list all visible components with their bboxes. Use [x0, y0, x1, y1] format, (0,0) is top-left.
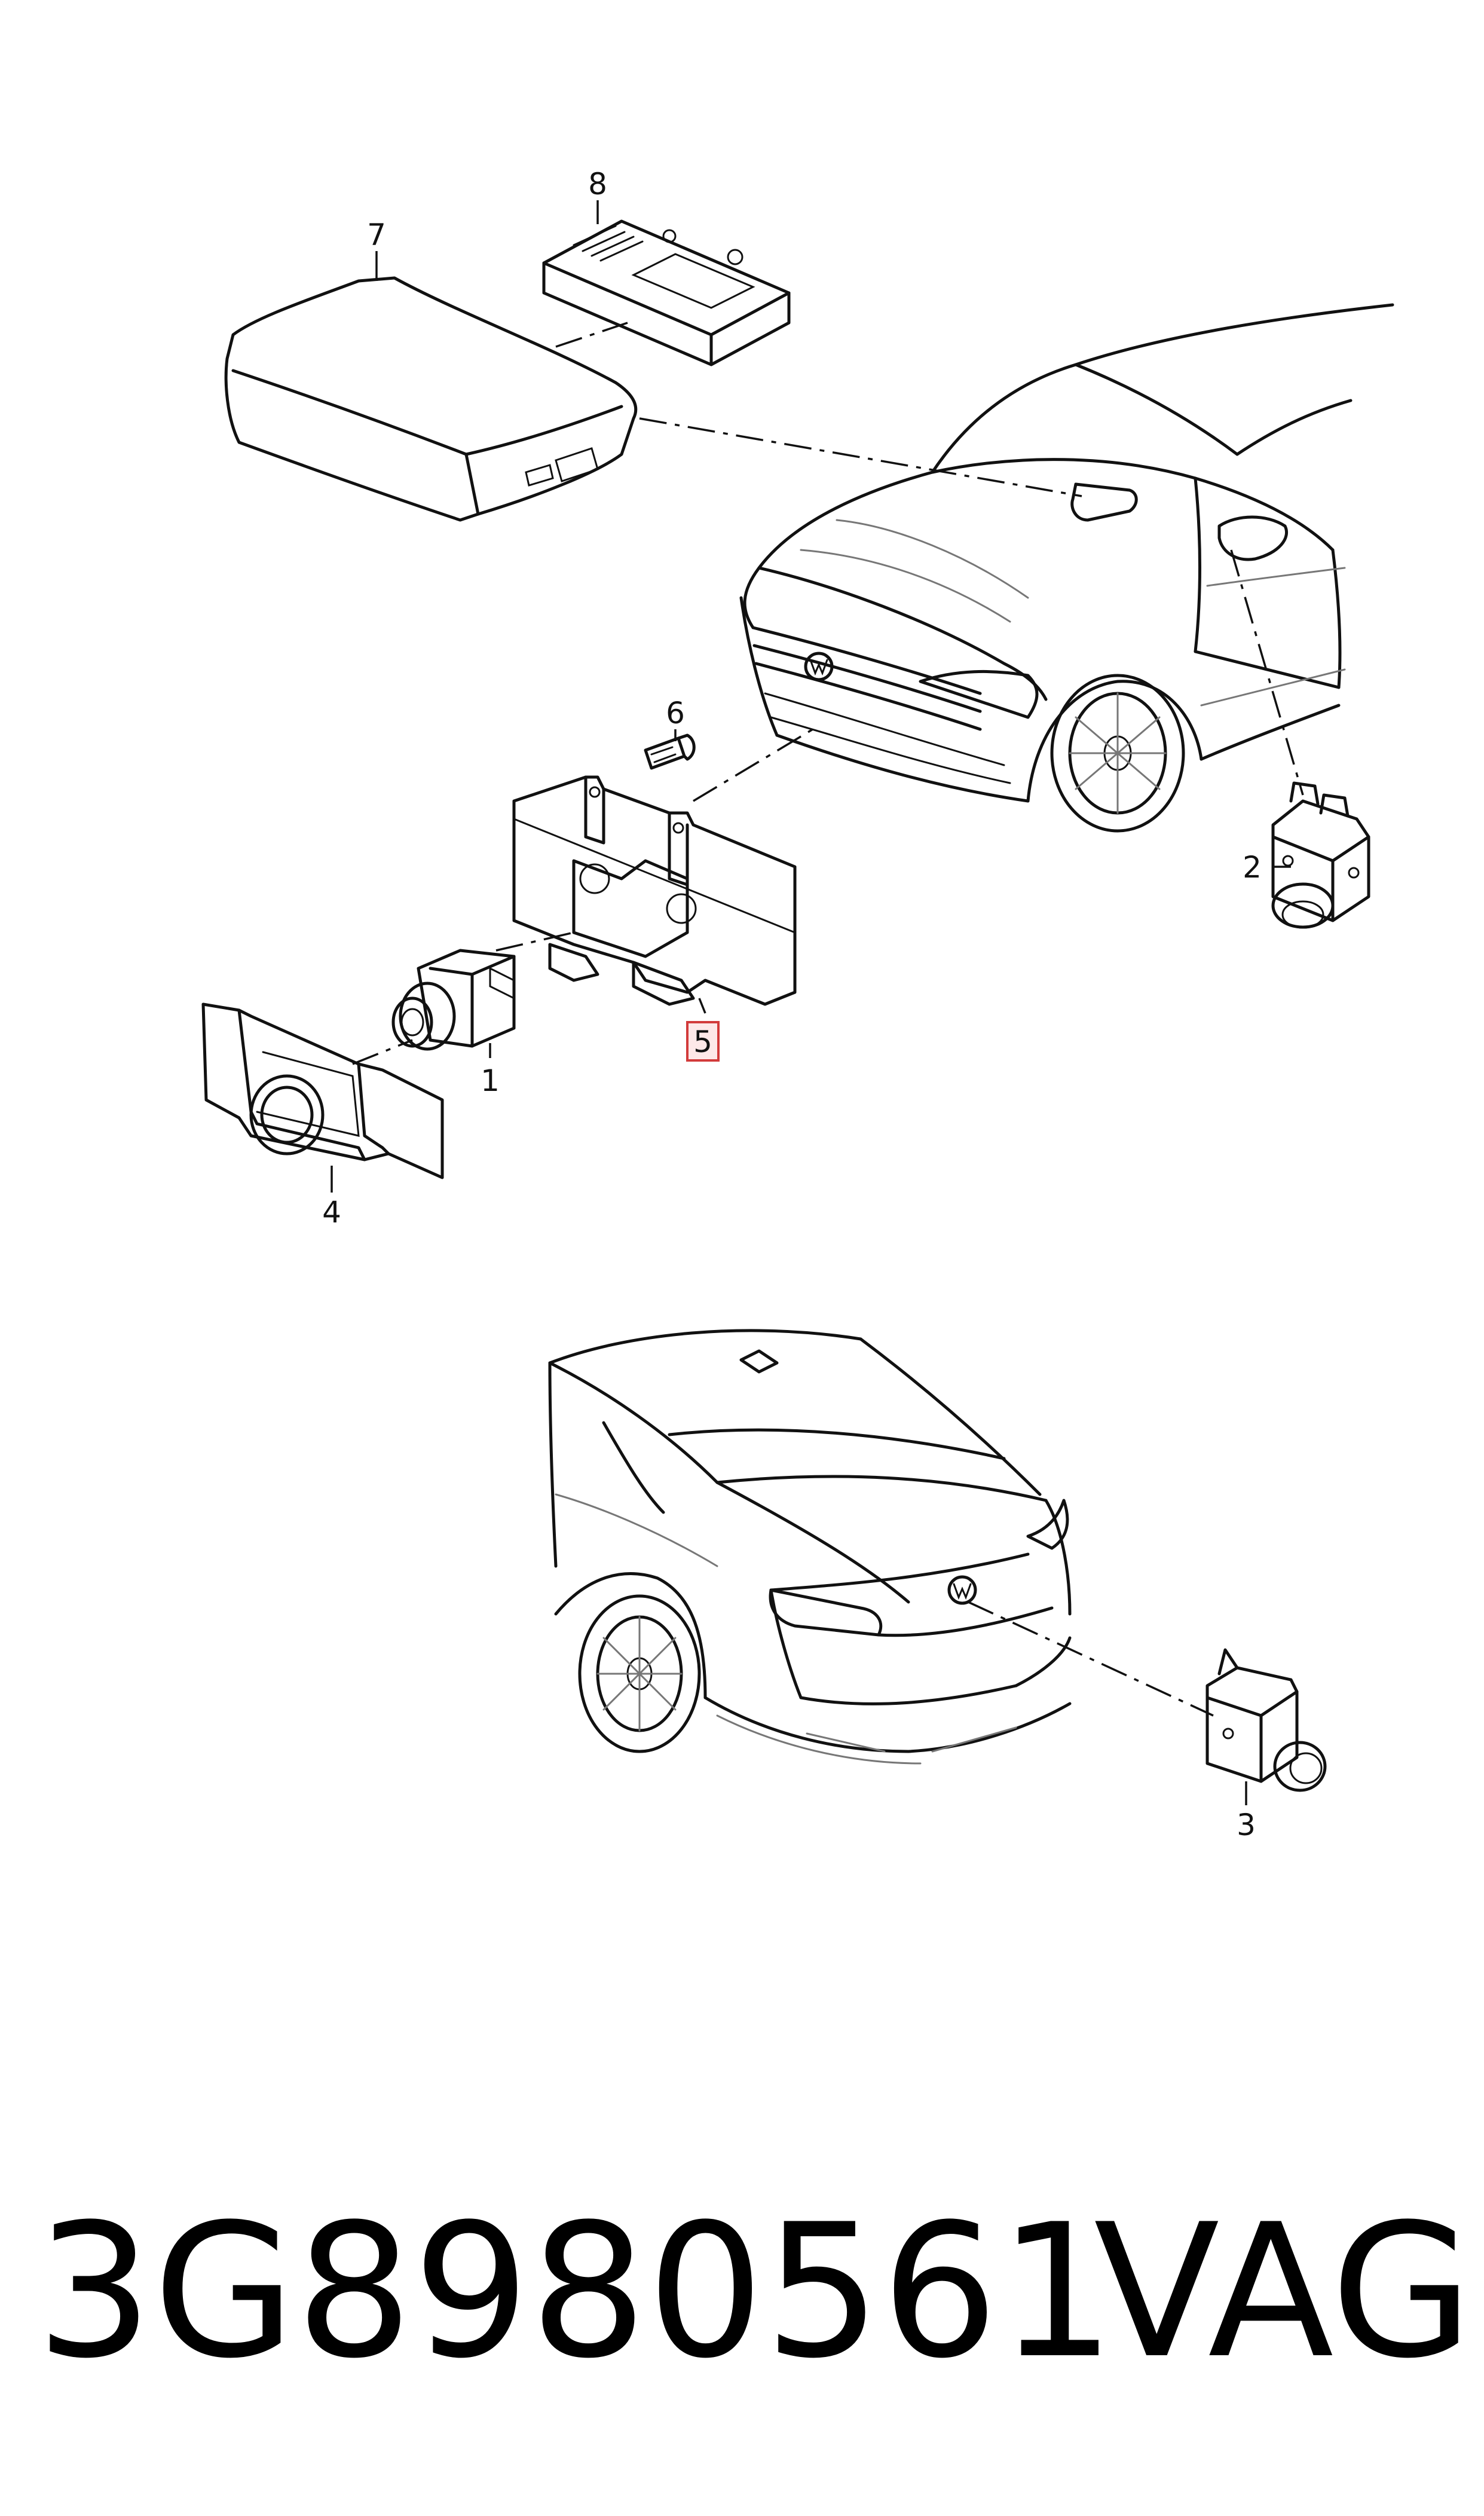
dash-line-camera-to-bracket	[495, 931, 574, 952]
part-4-trim-panel	[201, 1002, 444, 1179]
part-number-text: 3G8980561	[36, 2184, 1115, 2399]
windshield-camera-location-icon	[1070, 482, 1138, 522]
dash-line-panel-to-camera	[352, 1039, 413, 1065]
part-6-screw	[644, 733, 696, 770]
callout-5-highlight	[686, 1021, 720, 1062]
dash-line-rear-to-camera	[968, 1601, 1214, 1717]
part-5-camera-bracket	[512, 775, 797, 1006]
front-car-illustration	[739, 303, 1394, 833]
rear-car-illustration	[548, 1329, 1072, 1765]
callout-2: 2	[1243, 850, 1262, 885]
callout-1: 1	[481, 1063, 500, 1098]
callout-6: 6	[666, 696, 685, 730]
part-1-front-camera	[391, 949, 516, 1051]
callout-4: 4	[322, 1195, 341, 1230]
dash-line-bracket-to-front	[693, 728, 813, 802]
brand-text: VAG	[1094, 2184, 1473, 2399]
part-3-rear-camera	[1205, 1648, 1327, 1792]
callout-8: 8	[588, 167, 607, 201]
part-7-housing-cover	[224, 276, 638, 522]
part-8-control-unit	[542, 219, 791, 366]
dash-line-cover-to-unit	[555, 322, 628, 348]
dash-line-mirror-to-camera	[1230, 549, 1304, 796]
dash-line-cover-to-windshield	[639, 417, 1082, 497]
callout-3: 3	[1237, 1808, 1256, 1842]
part-2-side-camera	[1271, 781, 1370, 929]
callout-7: 7	[367, 218, 386, 252]
callout-5: 5	[693, 1025, 712, 1059]
